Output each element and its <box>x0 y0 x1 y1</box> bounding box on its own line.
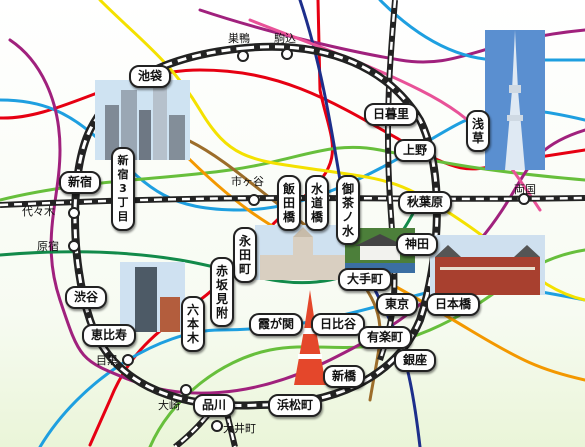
tokyo-station-building-photo <box>430 235 545 295</box>
station-iidabashi[interactable]: 飯田橋 <box>277 175 301 231</box>
oimachi-dot <box>211 420 223 432</box>
station-nihonbashi[interactable]: 日本橋 <box>426 293 481 316</box>
station-shimbashi[interactable]: 新橋 <box>323 365 366 388</box>
station-meguro[interactable]: 目黒 <box>96 354 118 367</box>
tokyo-skytree-photo <box>485 30 545 170</box>
station-akasaka-mitsuke[interactable]: 赤坂見附 <box>210 257 234 327</box>
station-ochanomizu[interactable]: 御茶ノ水 <box>336 175 360 245</box>
osaki-dot <box>180 384 192 396</box>
station-ikebukuro[interactable]: 池袋 <box>129 65 172 88</box>
station-ebisu[interactable]: 恵比寿 <box>82 324 137 347</box>
skyscraper-cluster-photo <box>95 80 190 160</box>
station-akihabara[interactable]: 秋葉原 <box>398 191 453 214</box>
station-harajuku[interactable]: 原宿 <box>37 240 59 253</box>
station-roppongi[interactable]: 六本木 <box>181 296 205 352</box>
green-line <box>0 145 585 202</box>
yoyogi-dot <box>68 207 80 219</box>
harajuku-dot <box>68 240 80 252</box>
komagome-dot <box>281 48 293 60</box>
station-ichigaya[interactable]: 市ヶ谷 <box>231 175 264 188</box>
yamanote-ring <box>71 42 441 410</box>
sugamo-dot <box>237 50 249 62</box>
station-shinagawa[interactable]: 品川 <box>193 394 236 417</box>
station-yoyogi[interactable]: 代々木 <box>22 205 55 218</box>
station-shibuya[interactable]: 渋谷 <box>65 286 108 309</box>
station-shinjuku[interactable]: 新宿 <box>59 171 102 194</box>
red-line <box>0 68 585 171</box>
station-osaki[interactable]: 大崎 <box>158 399 180 412</box>
ryogoku-dot <box>518 193 530 205</box>
meguro-dot <box>122 354 134 366</box>
roppongi-tower-photo <box>120 262 185 332</box>
station-yurakucho[interactable]: 有楽町 <box>358 326 413 349</box>
station-tokyo[interactable]: 東京 <box>376 293 419 316</box>
national-diet-building-photo <box>255 225 350 280</box>
station-sugamo[interactable]: 巣鴨 <box>228 32 250 45</box>
station-suidobashi[interactable]: 水道橋 <box>305 175 329 231</box>
station-nagatacho[interactable]: 永田町 <box>233 227 257 283</box>
station-otemachi[interactable]: 大手町 <box>338 268 393 291</box>
station-kanda[interactable]: 神田 <box>396 233 439 256</box>
tokyo-tower-photo <box>294 290 326 385</box>
station-shinjuku-sanchome[interactable]: 新宿3丁目 <box>111 147 135 231</box>
station-ueno[interactable]: 上野 <box>394 139 437 162</box>
station-komagome[interactable]: 駒込 <box>274 32 296 45</box>
station-hibiya[interactable]: 日比谷 <box>311 313 366 336</box>
station-asakusa[interactable]: 浅草 <box>466 110 490 152</box>
station-oimachi[interactable]: 大井町 <box>223 422 256 435</box>
station-hamamatsucho[interactable]: 浜松町 <box>268 394 323 417</box>
station-kasumigaseki[interactable]: 霞が関 <box>249 313 304 336</box>
station-ryogoku[interactable]: 両国 <box>514 183 536 196</box>
station-ginza[interactable]: 銀座 <box>394 349 437 372</box>
station-nippori[interactable]: 日暮里 <box>364 103 419 126</box>
ichigaya-dot <box>248 194 260 206</box>
